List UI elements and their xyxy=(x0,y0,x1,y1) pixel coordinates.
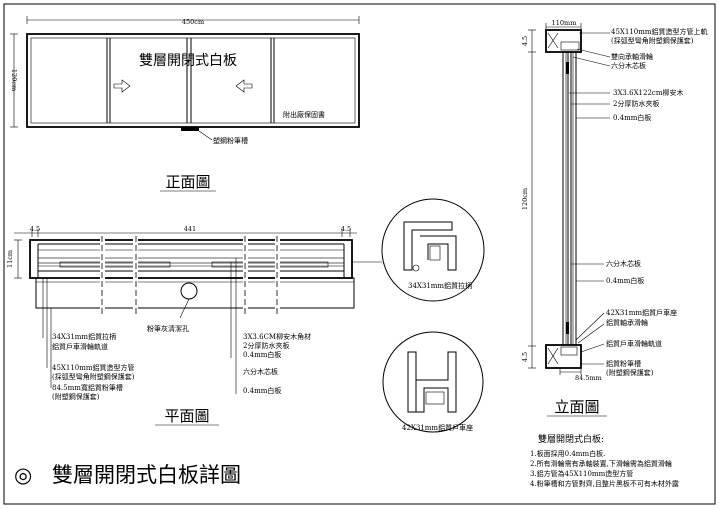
plan-label-whiteboard: 0.4mm白板 xyxy=(243,350,281,359)
slide-left-arrow-icon xyxy=(235,79,253,93)
plan-label-handle: 34X31mm鋁質拉柄 xyxy=(52,332,116,341)
note-item: 4.粉筆槽和方管對齊,且整片黑板不可有木材外露 xyxy=(530,479,679,488)
note-item: 1.板面採用0.4mm白板. xyxy=(530,449,605,458)
notes-block: 雙層開閉式白板: 1.板面採用0.4mm白板. 2.所有滑輪需有承軸裝置,下滑輪… xyxy=(530,433,679,488)
plan-label-track: 鋁質戶車滑輪軌道 xyxy=(52,342,108,351)
base-detail-label: 42X31mm鋁質戶車座 xyxy=(402,423,473,432)
chalk-tray-marker xyxy=(181,127,199,131)
chalk-dust-hole xyxy=(180,282,198,300)
board-title: 雙層開閉式白板 xyxy=(139,53,237,69)
note-item: 2.所有滑輪需有承軸裝置,下滑輪需為鋁質滑輪 xyxy=(530,459,672,468)
rail-label: 塑鋼粉筆槽 xyxy=(213,136,248,145)
drawing-title: 雙層開閉式白板詳圖 xyxy=(52,463,241,487)
plan-view: 4.5 441 4.5 11cm 粉筆灰清潔孔 34X xyxy=(6,225,357,426)
note-item: 3.鋁方管為45X110mm造型方管 xyxy=(530,469,633,478)
notes-heading: 雙層開閉式白板: xyxy=(538,433,604,445)
elev-label-top-rail-note: (採弧型彎角附塑鋼保護套) xyxy=(611,36,694,45)
plan-label-core: 六分木芯板 xyxy=(243,367,278,376)
plan-label-tray-note: (附塑鋼保護套) xyxy=(52,392,100,401)
front-width-dim: 450cm xyxy=(182,18,204,26)
elev-height-dim: 120cm xyxy=(521,188,529,210)
elev-label-timber: 3X3.6X122cm柳安木 xyxy=(613,88,683,97)
elev-label-base: 42X31mm鋁質戶車座 xyxy=(606,308,677,317)
elev-label-core-top: 六分木芯板 xyxy=(611,61,646,70)
bottom-tray-section xyxy=(545,344,582,369)
plan-outer-frame xyxy=(29,239,353,279)
plan-label-tube-note: (採弧型彎角附塑鋼保護套) xyxy=(52,372,135,381)
plan-label-timber: 3X3.6CM柳安木角材 xyxy=(243,332,311,341)
detail-base: 42X31mm鋁質戶車座 xyxy=(382,331,484,433)
elev-label-top-rail: 45X110mm鋁質造型方管上軌 xyxy=(611,27,708,36)
plan-caption: 平面圖 xyxy=(164,407,209,425)
elevation-caption: 立面圖 xyxy=(554,398,599,416)
attachment-note: 附出廠保固書 xyxy=(283,110,325,119)
elev-side-dim-bottom: 4.5 xyxy=(521,352,529,362)
elev-label-track: 鋁質戶車滑輪軌道 xyxy=(606,339,662,348)
elev-top-dim: 110mm xyxy=(552,19,577,27)
elev-label-roller: 雙向承軸滑輪 xyxy=(611,52,653,61)
detail-base-circle xyxy=(382,331,484,433)
plan-dim-right: 4.5 xyxy=(341,225,351,233)
elev-side-dim-top: 4.5 xyxy=(521,36,529,46)
elevation-view: 110mm 4.5 120cm 4.5 84.5mm xyxy=(521,19,708,417)
sheet-border xyxy=(3,3,716,505)
plan-label-tray: 84.5mm寬鋁質粉筆槽 xyxy=(52,383,123,392)
elev-label-whiteboard-top: 0.4mm白板 xyxy=(613,113,651,122)
elev-bottom-dim: 84.5mm xyxy=(575,374,602,382)
top-rail-section xyxy=(545,29,582,53)
detail-handle-circle xyxy=(381,198,485,302)
elev-label-plywood: 2分厚防水夾板 xyxy=(613,99,659,108)
plan-label-whiteboard-2: 0.4mm白板 xyxy=(243,386,281,395)
plan-label-plywood: 2分厚防水夾板 xyxy=(243,341,289,350)
hole-label: 粉筆灰清潔孔 xyxy=(147,324,189,333)
plan-label-tube: 45X110mm鋁質造型方管 xyxy=(52,363,135,372)
handle-detail-label: 34X31mm鋁質拉柄 xyxy=(408,281,472,290)
elev-label-whiteboard-bottom: 0.4mm白板 xyxy=(606,276,644,285)
title-symbol: ◎ xyxy=(14,463,32,487)
plan-side-dim: 11cm xyxy=(6,250,14,268)
elev-label-bearing: 鋁質軸承滑輪 xyxy=(606,318,648,327)
plan-dim-total: 441 xyxy=(184,225,196,233)
front-caption: 正面圖 xyxy=(165,173,210,191)
elev-label-tray-note: (附塑鋼保護套) xyxy=(606,368,654,377)
chalk-tray-plan xyxy=(35,277,355,309)
front-view: 450cm 120cm 雙層開閉式白板 附出廠保固書 塑鋼粉筆槽 正面圖 xyxy=(10,16,360,192)
plan-dim-left: 4.5 xyxy=(30,225,40,233)
detail-handle: 34X31mm鋁質拉柄 xyxy=(352,198,485,302)
elev-label-tray: 鋁質粉筆槽 xyxy=(606,359,641,368)
front-height-dim: 120cm xyxy=(10,69,18,91)
elev-label-core-bottom: 六分木芯板 xyxy=(606,259,641,268)
title-block: ◎ 雙層開閉式白板詳圖 xyxy=(14,463,241,487)
slide-right-arrow-icon xyxy=(113,79,131,93)
